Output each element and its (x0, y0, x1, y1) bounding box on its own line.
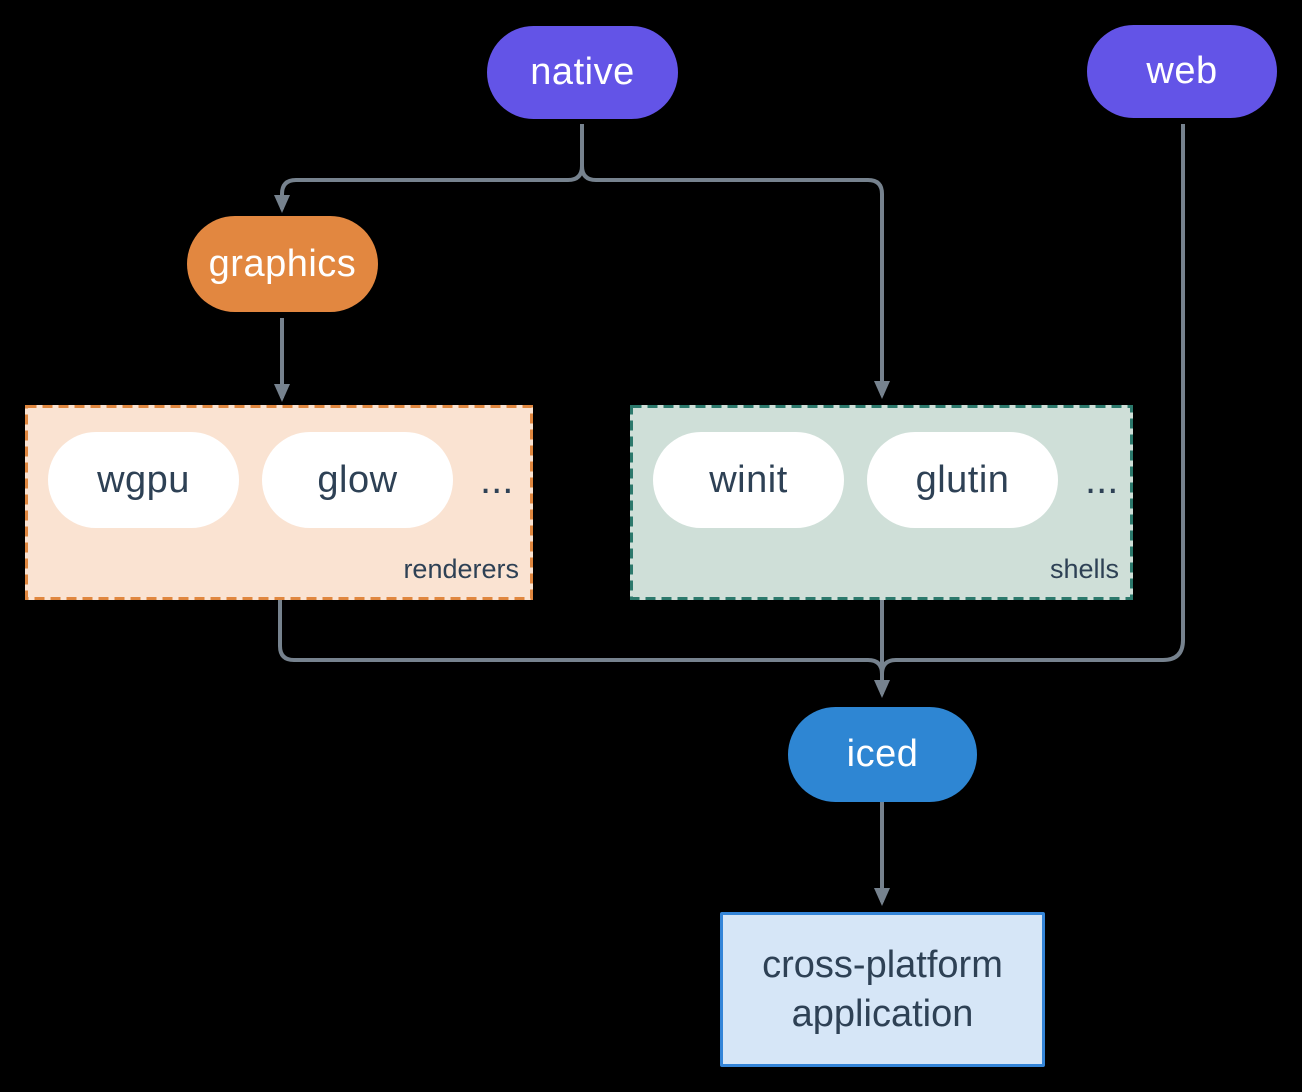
pill-wgpu-label: wgpu (97, 458, 190, 501)
renderers-ellipsis: ... (480, 457, 514, 502)
renderers-label: renderers (403, 554, 519, 584)
group-shells: winit glutin ... shells (630, 405, 1133, 600)
node-iced-label: iced (846, 733, 919, 775)
node-graphics: graphics (187, 216, 378, 312)
shells-ellipsis: ... (1085, 457, 1119, 502)
pill-winit-label: winit (709, 458, 788, 501)
node-web-label: web (1146, 50, 1218, 92)
node-web: web (1087, 25, 1277, 118)
group-renderers: wgpu glow ... renderers (25, 405, 533, 600)
pill-glow: glow (262, 432, 453, 528)
pill-glow-label: glow (317, 458, 398, 501)
node-native: native (487, 26, 678, 119)
edge-renderers-iced (278, 600, 884, 680)
shells-items: winit glutin ... (653, 432, 1118, 528)
shells-label: shells (1049, 554, 1119, 584)
node-iced: iced (788, 707, 977, 802)
application-label-line2: application (791, 992, 974, 1035)
node-graphics-label: graphics (208, 242, 357, 285)
node-native-label: native (530, 51, 635, 93)
renderers-items: wgpu glow ... (48, 432, 513, 528)
node-application: cross-platform application (720, 912, 1045, 1067)
application-label-line1: cross-platform (762, 943, 1003, 986)
shells-dashed-border (630, 405, 1133, 600)
pill-winit: winit (653, 432, 844, 528)
edge-native-shells (580, 165, 890, 399)
renderers-dashed-border (25, 405, 533, 600)
edge-native-graphics (274, 124, 584, 213)
pill-glutin: glutin (867, 432, 1058, 528)
pill-wgpu: wgpu (48, 432, 239, 528)
pill-glutin-label: glutin (915, 458, 1010, 501)
